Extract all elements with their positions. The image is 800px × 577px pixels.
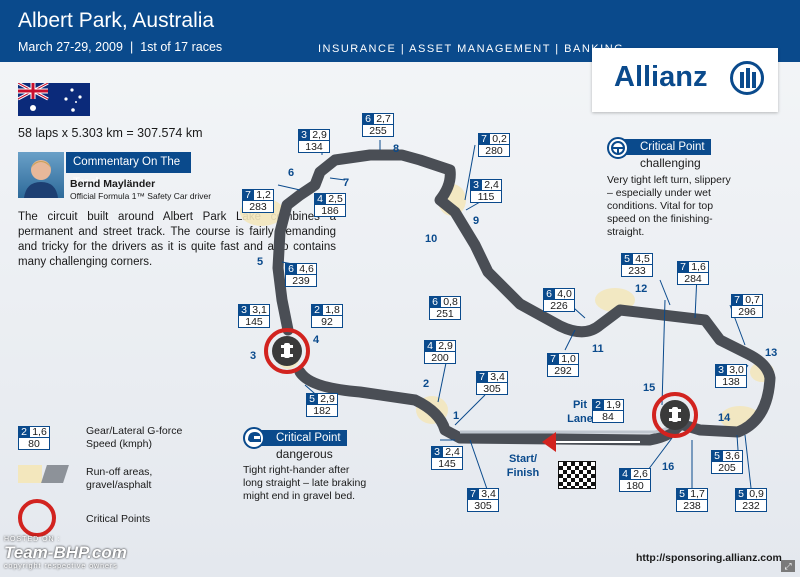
turn-label: 15: [643, 382, 656, 394]
race-track: [272, 149, 776, 446]
logo-wordmark: Allianz: [614, 61, 708, 93]
commentary-heading: Commentary On The Track: [66, 152, 191, 189]
start-finish-label: Start/ Finish: [506, 453, 540, 479]
race-date-line: March 27-29, 2009 | 1st of 17 races: [18, 40, 222, 54]
critical-point-car-icon: [660, 400, 690, 430]
turn-label: 12: [635, 283, 648, 295]
turn-label: 9: [473, 215, 480, 227]
turn-label: 8: [393, 143, 400, 155]
critical-point-dangerous-level: dangerous: [276, 447, 333, 461]
critical-point-challenging-level: challenging: [640, 156, 701, 170]
watermark-hosted: HOSTED ON :: [4, 536, 61, 543]
critical-point-car-icon: [272, 336, 302, 366]
header-bar: Albert Park, Australia March 27-29, 2009…: [0, 0, 800, 62]
race-date: March 27-29, 2009: [18, 40, 123, 54]
sponsor-url[interactable]: http://sponsoring.allianz.com: [636, 552, 782, 564]
helmet-icon: [243, 427, 265, 449]
turn-label: 1: [453, 410, 460, 422]
turn-label: 6: [288, 167, 295, 179]
lap-distance: 58 laps x 5.303 km = 307.574 km: [18, 126, 203, 140]
allianz-logo: Allianz: [592, 48, 778, 112]
expand-image-icon[interactable]: ⤢: [781, 560, 795, 572]
pit-lane-label: Pit Lane: [567, 399, 593, 425]
allianz-eagle-icon: [730, 61, 764, 95]
steering-wheel-icon: [607, 137, 629, 159]
turn-label: 3: [250, 350, 257, 362]
driver-portrait-icon: [24, 160, 58, 198]
page-title: Albert Park, Australia: [18, 9, 215, 32]
checkered-flag-icon: [558, 461, 596, 489]
watermark: HOSTED ON : Team-BHP.com copyright respe…: [4, 536, 127, 570]
sponsor-tagline: INSURANCE | ASSET MANAGEMENT | BANKING: [318, 43, 625, 55]
date-separator: |: [129, 40, 134, 54]
start-arrow-icon: [542, 432, 556, 452]
legend-runoff-text: Run-off areas, gravel/asphalt: [86, 466, 153, 491]
turn-label: 11: [592, 343, 604, 355]
australia-flag-icon: [18, 83, 90, 116]
turn-label: 13: [765, 347, 778, 359]
critical-point-marker-turn-15: [652, 392, 698, 438]
turn-label: 2: [423, 378, 430, 390]
turn-label: 7: [343, 177, 350, 189]
critical-point-dangerous-text: Tight right-hander after long straight –…: [243, 464, 367, 502]
watermark-site: Team-BHP.com: [4, 543, 127, 562]
legend-critical-text: Critical Points: [86, 513, 151, 525]
turn-label: 4: [313, 334, 320, 346]
turn-label: 5: [257, 256, 264, 268]
critical-point-dangerous-title: Critical Point: [250, 430, 347, 446]
critical-point-ring-icon: [18, 499, 56, 537]
driver-photo: [18, 152, 64, 198]
runoff-swatch-icon: [18, 465, 69, 483]
turn-label: 16: [662, 461, 675, 473]
commentator-name: Bernd Mayländer: [70, 178, 156, 190]
race-count: 1st of 17 races: [140, 40, 223, 54]
commentator-role: Official Formula 1™ Safety Car driver: [70, 191, 212, 201]
critical-point-marker-turn-3: [264, 328, 310, 374]
turn-label: 10: [425, 233, 438, 245]
critical-point-challenging-text: Very tight left turn, slippery – especia…: [607, 174, 731, 238]
turn-label: 14: [718, 412, 731, 424]
watermark-copyright: copyright respective owners: [4, 563, 118, 570]
critical-point-challenging-title: Critical Point: [614, 139, 711, 155]
legend-speed-text: Gear/Lateral G-force Speed (kmph): [86, 425, 183, 450]
